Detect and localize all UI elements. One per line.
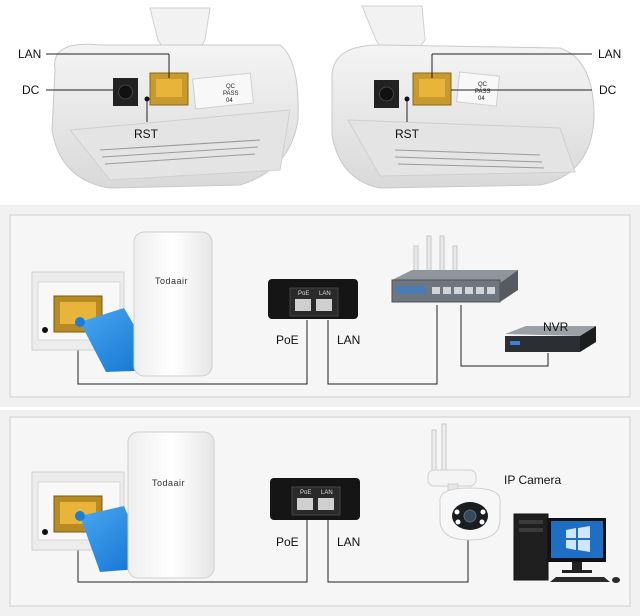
lan-label: LAN: [337, 535, 360, 549]
qc-line-2: PASS: [475, 89, 491, 95]
rst-label: RST: [395, 127, 420, 141]
highlight-dot: [75, 317, 85, 327]
qc-sticker: [192, 72, 254, 110]
injector-port-lan: LAN: [319, 291, 331, 297]
antenna: [441, 423, 447, 475]
qc-line-1: QC: [478, 82, 488, 88]
dc-label: DC: [599, 83, 617, 97]
rst-button: [42, 529, 48, 535]
camera-label: IP Camera: [504, 473, 561, 487]
camera-lens: [463, 509, 477, 523]
dc-socket: [118, 84, 133, 100]
wire-switch-to-nvr: [460, 305, 549, 367]
rst-button: [42, 327, 48, 333]
ap-brand: Todaair: [152, 478, 185, 488]
windows-logo-icon: [566, 528, 576, 538]
dc-label: DC: [22, 83, 40, 97]
qc-line-3: 04: [478, 96, 485, 102]
panel-2: Todaair PoE LAN PoE LAN IP Camera: [0, 410, 640, 616]
dc-socket: [379, 86, 394, 102]
rst-label: RST: [134, 127, 159, 141]
injector-port-lan: LAN: [321, 490, 333, 496]
rst-button: [144, 96, 150, 102]
rj45-port-poe: [295, 299, 311, 311]
highlight-dot: [75, 511, 85, 521]
ip-camera: [427, 423, 501, 541]
qc-line-2: PASS: [223, 91, 239, 97]
poe-label: PoE: [276, 535, 299, 549]
label-text-lines: [99, 139, 261, 165]
wire-lan-to-camera: [327, 520, 469, 583]
qc-line-1: QC: [226, 84, 236, 90]
desktop-pc: [513, 513, 620, 583]
ap-brand: Todaair: [155, 276, 188, 286]
switch-logo: [396, 286, 426, 294]
lan-port-inner: [419, 79, 445, 97]
lan-label: LAN: [598, 47, 621, 61]
wire-ap-to-poe: [77, 320, 308, 385]
ap-unit: [133, 231, 213, 377]
lan-port-inner: [156, 79, 182, 97]
nvr-label: NVR: [543, 320, 569, 334]
injector-port-poe: PoE: [298, 291, 309, 297]
keyboard: [550, 577, 610, 582]
device-label-plate: [347, 119, 576, 177]
router-switch: [391, 235, 518, 303]
switch-ports: [432, 287, 495, 294]
top-left-device: QC PASS 04 LAN DC RST: [18, 7, 299, 189]
poe-label: PoE: [276, 333, 299, 347]
rj45-port-poe: [297, 498, 313, 510]
top-right-device: QC PASS 04 LAN DC RST: [331, 5, 621, 189]
qc-line-3: 04: [226, 98, 233, 104]
rst-button: [404, 96, 410, 102]
nvr-device: [505, 326, 596, 352]
wire-lan-to-switch: [327, 305, 438, 385]
monitor-stand: [572, 562, 582, 570]
rj45-port-lan: [316, 299, 332, 311]
antenna: [431, 429, 437, 475]
ap-unit: [127, 431, 215, 579]
injector-port-poe: PoE: [300, 490, 311, 496]
mouse: [612, 577, 620, 583]
label-text-lines: [394, 149, 545, 169]
monitor-screen: [551, 521, 603, 558]
rj45-port-lan: [318, 498, 334, 510]
pc-tower: [513, 513, 549, 581]
panel-1: Todaair PoE LAN PoE LAN: [0, 205, 640, 407]
lan-label: LAN: [18, 47, 41, 61]
qc-sticker: [455, 71, 501, 107]
nvr-body: [505, 336, 580, 352]
lan-label: LAN: [337, 333, 360, 347]
